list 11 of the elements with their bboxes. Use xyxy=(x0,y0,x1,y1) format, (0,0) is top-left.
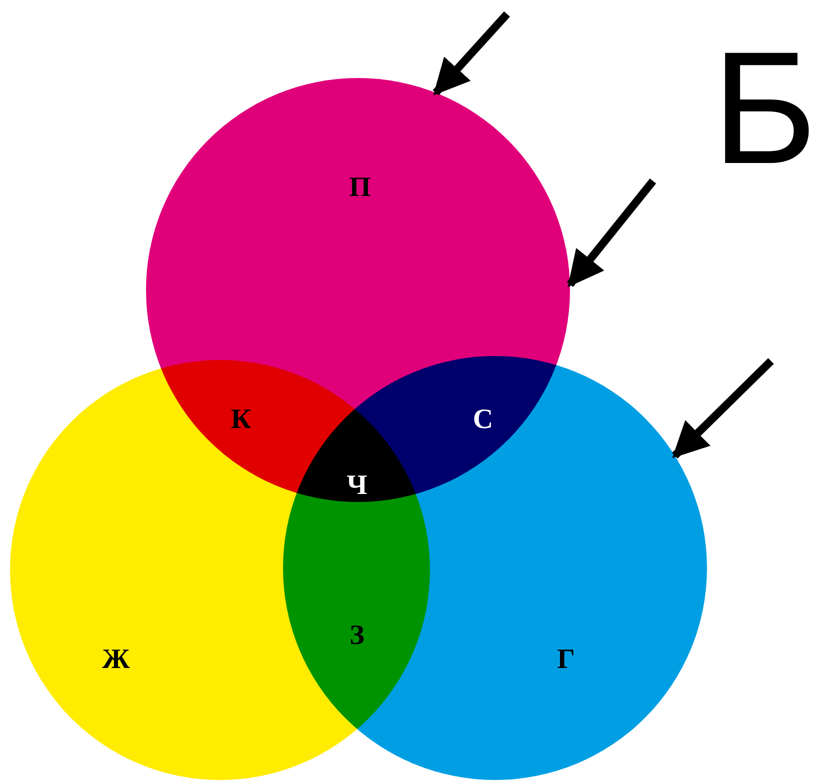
circle-label: Ж xyxy=(102,646,130,674)
panel-letter: Б xyxy=(712,28,817,188)
arrow xyxy=(566,178,656,288)
overlap-label: С xyxy=(472,406,494,434)
overlap-label: Ч xyxy=(346,472,368,500)
overlap-label: З xyxy=(350,622,364,650)
arrow xyxy=(432,11,510,96)
arrow xyxy=(672,358,774,458)
circle-label: Г xyxy=(557,646,575,674)
overlap-label: К xyxy=(230,406,252,434)
circle-label: П xyxy=(349,174,371,202)
